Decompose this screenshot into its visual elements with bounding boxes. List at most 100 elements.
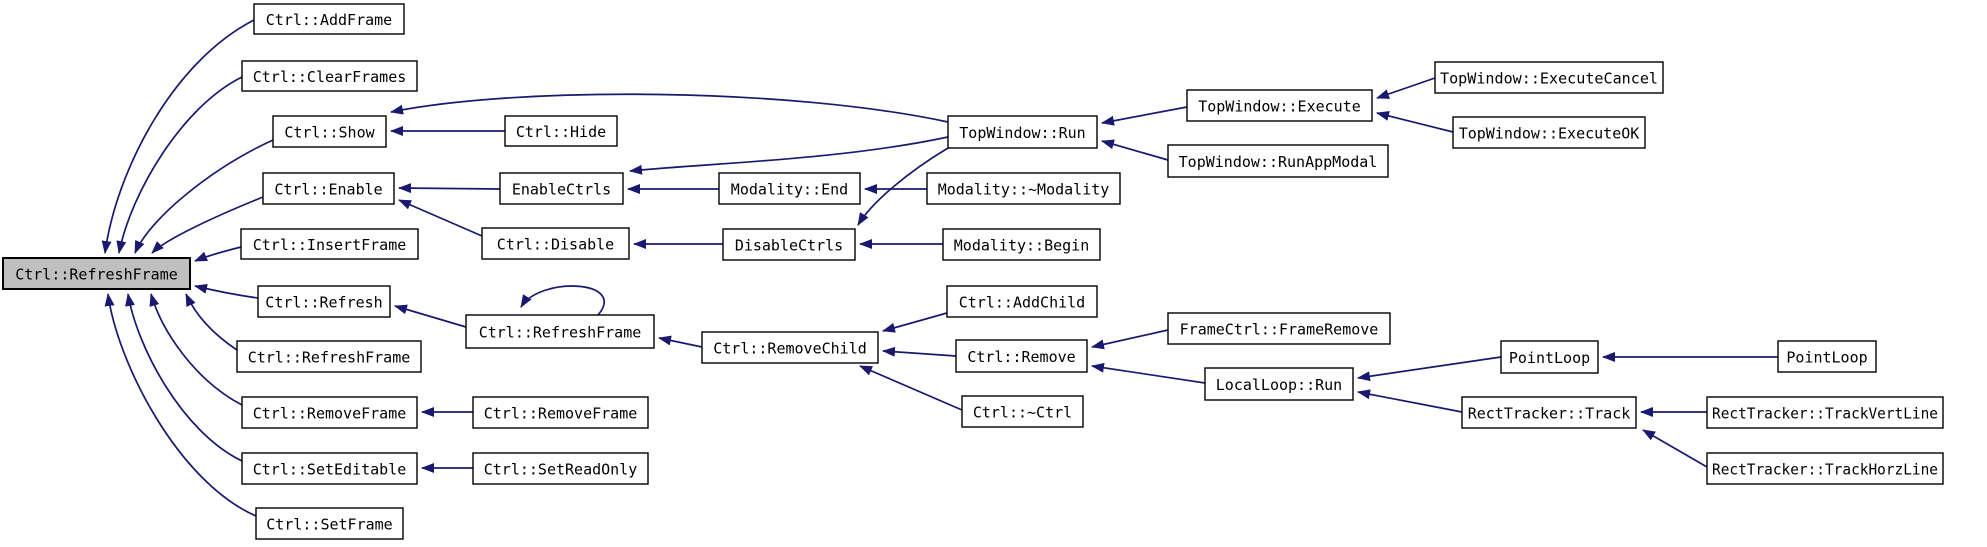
node-box bbox=[946, 285, 1098, 318]
edge-remove-to-removechild bbox=[882, 346, 957, 357]
node-tw-executeok[interactable]: TopWindow::ExecuteOK bbox=[1452, 116, 1646, 149]
node-box bbox=[499, 172, 624, 205]
node-box bbox=[481, 227, 630, 260]
node-removeframe[interactable]: Ctrl::RemoveFrame bbox=[241, 396, 418, 429]
node-localloop-run[interactable]: LocalLoop::Run bbox=[1204, 367, 1354, 401]
edge-setframe-to-refreshframe-main bbox=[104, 293, 257, 517]
node-rt-trackvertline[interactable]: RectTracker::TrackVertLine bbox=[1706, 396, 1944, 429]
node-box bbox=[241, 60, 418, 92]
node-label: Ctrl::AddChild bbox=[959, 294, 1085, 312]
node-box bbox=[253, 3, 405, 35]
node-box bbox=[1706, 452, 1944, 485]
edge-show-to-refreshframe-main bbox=[134, 139, 274, 254]
node-pointloop-left[interactable]: PointLoop bbox=[1500, 340, 1599, 374]
node-disablectrls[interactable]: DisableCtrls bbox=[722, 228, 856, 261]
node-refreshframe-mid[interactable]: Ctrl::RefreshFrame bbox=[465, 314, 655, 349]
node-box bbox=[926, 172, 1121, 205]
edge-pointloop-left-to-localloop-run bbox=[1357, 356, 1502, 382]
node-rt-track[interactable]: RectTracker::Track bbox=[1461, 396, 1637, 429]
node-disable[interactable]: Ctrl::Disable bbox=[481, 227, 630, 260]
node-label: Ctrl::Enable bbox=[274, 181, 382, 199]
edge-refreshframe-left-to-refreshframe-main bbox=[185, 293, 238, 351]
node-pointloop-right[interactable]: PointLoop bbox=[1777, 340, 1877, 373]
node-label: Ctrl::SetEditable bbox=[253, 461, 407, 479]
edges-layer bbox=[101, 19, 1778, 517]
edge-addframe-to-refreshframe-main bbox=[101, 19, 255, 254]
node-modality-end[interactable]: Modality::End bbox=[718, 172, 861, 205]
node-ctrl-dtor[interactable]: Ctrl::~Ctrl bbox=[961, 395, 1084, 428]
node-box bbox=[1461, 396, 1637, 429]
node-label: Ctrl::RemoveFrame bbox=[484, 405, 638, 423]
node-tw-runappmodal[interactable]: TopWindow::RunAppModal bbox=[1167, 144, 1389, 178]
node-box bbox=[722, 228, 856, 261]
edge-rt-track-to-localloop-run bbox=[1357, 389, 1463, 413]
node-enablectrls[interactable]: EnableCtrls bbox=[499, 172, 624, 205]
node-removechild[interactable]: Ctrl::RemoveChild bbox=[701, 331, 879, 364]
node-seteditable[interactable]: Ctrl::SetEditable bbox=[241, 452, 418, 485]
node-tw-execute[interactable]: TopWindow::Execute bbox=[1186, 89, 1373, 122]
edge-enablectrls-to-enable bbox=[398, 183, 501, 194]
node-label: LocalLoop::Run bbox=[1216, 376, 1342, 394]
node-label: Ctrl::Disable bbox=[497, 236, 614, 254]
node-hide[interactable]: Ctrl::Hide bbox=[504, 115, 618, 147]
edge-rt-trackhorzline-to-rt-track bbox=[1642, 429, 1708, 468]
node-box bbox=[1167, 312, 1391, 345]
node-tw-executecancel[interactable]: TopWindow::ExecuteCancel bbox=[1434, 61, 1664, 94]
edge-tw-runappmodal-to-topwindow-run bbox=[1101, 139, 1169, 161]
node-addchild[interactable]: Ctrl::AddChild bbox=[946, 285, 1098, 318]
node-label: Ctrl::Hide bbox=[516, 123, 606, 141]
node-label: RectTracker::TrackHorzLine bbox=[1712, 461, 1938, 479]
node-label: Ctrl::Refresh bbox=[265, 294, 382, 312]
edge-topwindow-run-to-show bbox=[390, 93, 949, 123]
node-insertframe[interactable]: Ctrl::InsertFrame bbox=[240, 228, 419, 260]
node-modality-dtor[interactable]: Modality::~Modality bbox=[926, 172, 1121, 205]
edge-localloop-run-to-remove bbox=[1091, 362, 1206, 384]
node-label: Ctrl::InsertFrame bbox=[253, 236, 407, 254]
node-modality-begin[interactable]: Modality::Begin bbox=[942, 228, 1101, 261]
edge-seteditable-to-refreshframe-main bbox=[125, 293, 243, 462]
node-box bbox=[472, 452, 649, 485]
node-enable[interactable]: Ctrl::Enable bbox=[262, 172, 395, 205]
node-topwindow-run[interactable]: TopWindow::Run bbox=[947, 115, 1098, 149]
node-box bbox=[241, 396, 418, 429]
node-box bbox=[240, 228, 419, 260]
node-clearframes[interactable]: Ctrl::ClearFrames bbox=[241, 60, 418, 92]
node-remove[interactable]: Ctrl::Remove bbox=[955, 339, 1088, 373]
node-label: PointLoop bbox=[1509, 349, 1590, 367]
node-box bbox=[955, 339, 1088, 373]
node-box bbox=[272, 115, 387, 148]
edge-enable-to-refreshframe-main bbox=[151, 196, 264, 254]
node-box bbox=[947, 115, 1098, 149]
node-addframe[interactable]: Ctrl::AddFrame bbox=[253, 3, 405, 35]
node-label: TopWindow::RunAppModal bbox=[1179, 153, 1378, 171]
node-label: Ctrl::RemoveChild bbox=[713, 340, 867, 358]
node-box bbox=[1434, 61, 1664, 94]
node-refresh[interactable]: Ctrl::Refresh bbox=[257, 285, 391, 318]
node-setreadonly[interactable]: Ctrl::SetReadOnly bbox=[472, 452, 649, 485]
node-refreshframe-main: Ctrl::RefreshFrame bbox=[2, 257, 191, 290]
edge-fc-frameremove-to-remove bbox=[1091, 329, 1169, 350]
node-box bbox=[1452, 116, 1646, 149]
edge-topwindow-run-to-enablectrls bbox=[629, 136, 949, 175]
node-label: Modality::End bbox=[731, 181, 848, 199]
node-show[interactable]: Ctrl::Show bbox=[272, 115, 387, 148]
node-box bbox=[472, 396, 649, 429]
node-label: TopWindow::Run bbox=[959, 124, 1085, 142]
node-label: Ctrl::SetFrame bbox=[266, 516, 392, 534]
node-box bbox=[1167, 144, 1389, 178]
node-label: Ctrl::SetReadOnly bbox=[484, 461, 638, 479]
node-setframe[interactable]: Ctrl::SetFrame bbox=[255, 507, 404, 540]
node-box bbox=[241, 452, 418, 485]
node-label: PointLoop bbox=[1786, 349, 1867, 367]
node-box bbox=[255, 507, 404, 540]
node-fc-frameremove[interactable]: FrameCtrl::FrameRemove bbox=[1167, 312, 1391, 345]
edge-refreshframe-mid-to-refresh bbox=[394, 304, 467, 328]
node-rt-trackhorzline[interactable]: RectTracker::TrackHorzLine bbox=[1706, 452, 1944, 485]
node-refreshframe-left[interactable]: Ctrl::RefreshFrame bbox=[236, 340, 422, 373]
node-removeframe2[interactable]: Ctrl::RemoveFrame bbox=[472, 396, 649, 429]
edge-tw-executeok-to-tw-execute bbox=[1376, 111, 1454, 133]
edge-refreshframe-mid-to-refreshframe-mid bbox=[520, 285, 606, 316]
node-label: FrameCtrl::FrameRemove bbox=[1180, 321, 1379, 339]
node-box bbox=[961, 395, 1084, 428]
